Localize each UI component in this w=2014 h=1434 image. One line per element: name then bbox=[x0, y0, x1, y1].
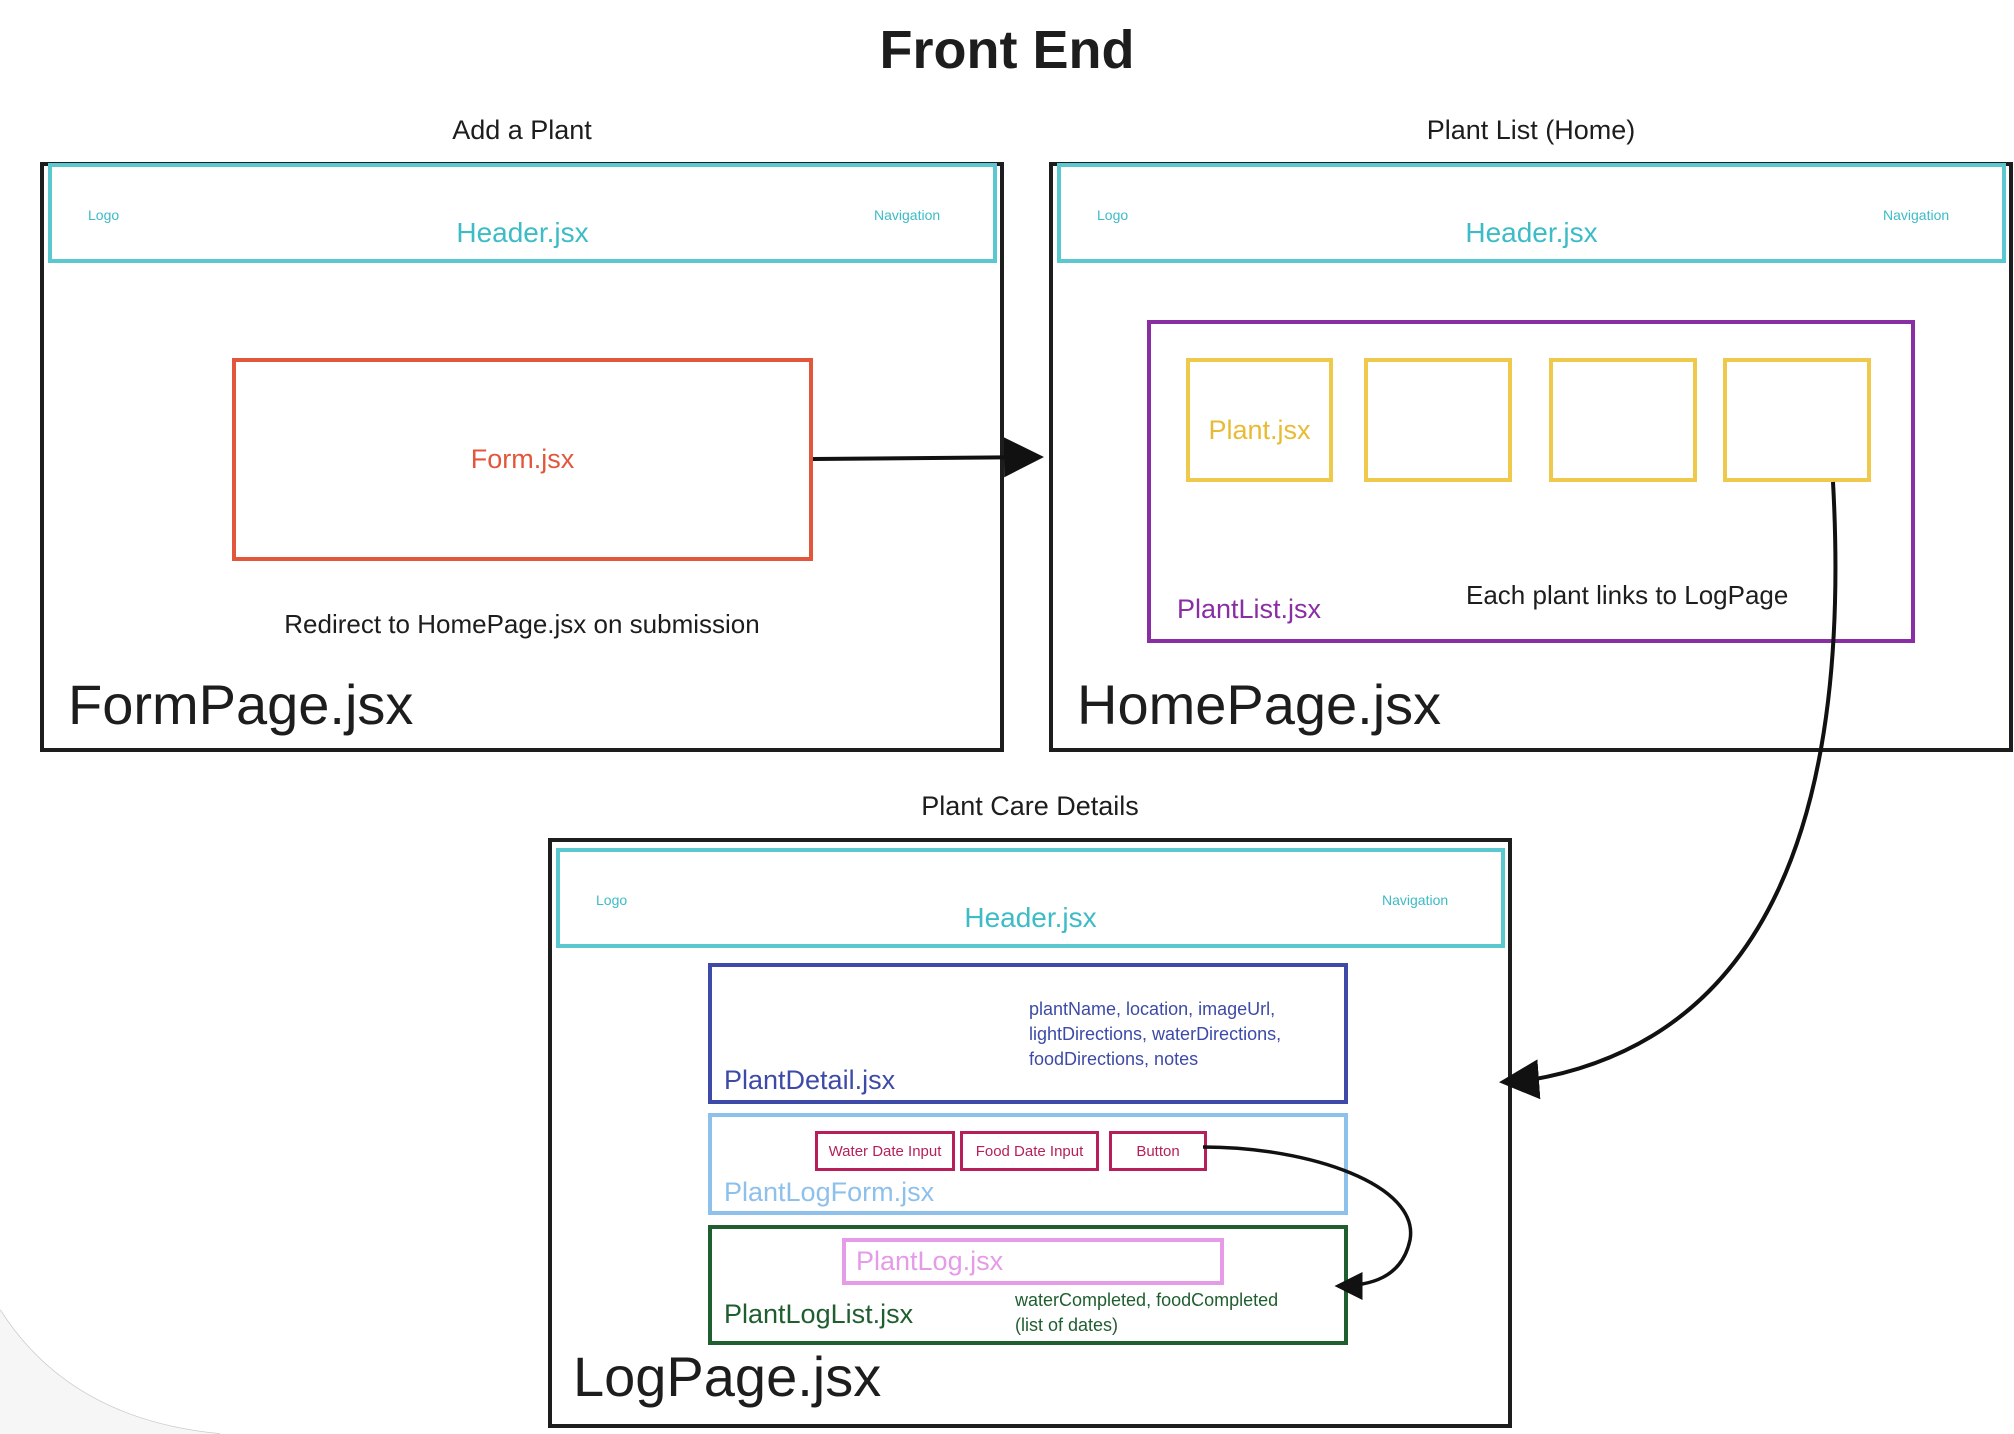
plant-log-list-fields: waterCompleted, foodCompleted (list of d… bbox=[1015, 1288, 1278, 1338]
plant-log-form-component-label: PlantLogForm.jsx bbox=[724, 1177, 935, 1207]
logo-label: Logo bbox=[596, 892, 628, 908]
plant-card-3 bbox=[1549, 358, 1697, 482]
log-page-frame bbox=[548, 838, 1512, 1428]
plant-card-1: Plant.jsx bbox=[1186, 358, 1333, 482]
plant-detail-component-box: PlantDetail.jsx plantName, location, ima… bbox=[708, 963, 1348, 1104]
navigation-label: Navigation bbox=[874, 207, 941, 223]
plant-log-list-component-label: PlantLogList.jsx bbox=[724, 1299, 914, 1329]
plant-list-component-box: PlantList.jsx Each plant links to LogPag… bbox=[1147, 320, 1915, 643]
plant-card-2 bbox=[1364, 358, 1512, 482]
plant-detail-component-label: PlantDetail.jsx bbox=[724, 1065, 896, 1095]
plant-log-list-fields-line: waterCompleted, foodCompleted bbox=[1015, 1290, 1279, 1310]
log-submit-button[interactable]: Button bbox=[1109, 1131, 1207, 1171]
add-plant-caption: Add a Plant bbox=[452, 114, 592, 145]
logo-label: Logo bbox=[88, 207, 120, 223]
form-page-header: Logo Header.jsx Navigation bbox=[48, 163, 997, 263]
navigation-label: Navigation bbox=[1382, 892, 1449, 908]
logo-label: Logo bbox=[1097, 207, 1129, 223]
plant-list-component-label: PlantList.jsx bbox=[1177, 594, 1322, 624]
home-page-header: Logo Header.jsx Navigation bbox=[1057, 163, 2006, 263]
plant-care-caption: Plant Care Details bbox=[921, 790, 1139, 821]
home-page-label: HomePage.jsx bbox=[1077, 673, 1442, 736]
plant-log-component-box: PlantLog.jsx bbox=[842, 1238, 1224, 1285]
redirect-note: Redirect to HomePage.jsx on submission bbox=[284, 608, 760, 639]
plant-log-component-label: PlantLog.jsx bbox=[856, 1246, 1004, 1276]
plant-log-list-component-box: PlantLog.jsx PlantLogList.jsx waterCompl… bbox=[708, 1225, 1348, 1345]
background-curve bbox=[0, 1309, 221, 1434]
plant-detail-fields-line: lightDirections, waterDirections, bbox=[1029, 1024, 1282, 1044]
header-component-label: Header.jsx bbox=[964, 902, 1097, 933]
plant-log-form-component-box: Water Date Input Food Date Input Button … bbox=[708, 1113, 1348, 1215]
plant-log-list-fields-line: (list of dates) bbox=[1015, 1315, 1119, 1335]
form-to-home-arrow bbox=[812, 437, 1044, 478]
header-component-label: Header.jsx bbox=[456, 217, 589, 248]
background-fill bbox=[0, 1310, 220, 1434]
diagram-title: Front End bbox=[879, 20, 1135, 80]
plant-card-4 bbox=[1723, 358, 1871, 482]
plant-link-note: Each plant links to LogPage bbox=[1466, 580, 1789, 610]
log-page-label: LogPage.jsx bbox=[573, 1345, 882, 1408]
plant-detail-fields-line: plantName, location, imageUrl, bbox=[1029, 999, 1276, 1019]
navigation-label: Navigation bbox=[1883, 207, 1950, 223]
header-component-label: Header.jsx bbox=[1465, 217, 1598, 248]
water-date-input[interactable]: Water Date Input bbox=[815, 1131, 955, 1171]
log-page-header: Logo Header.jsx Navigation bbox=[556, 848, 1505, 948]
form-component-box: Form.jsx bbox=[232, 358, 813, 561]
food-date-input[interactable]: Food Date Input bbox=[960, 1131, 1099, 1171]
plant-list-caption: Plant List (Home) bbox=[1426, 114, 1636, 145]
plant-component-label: Plant.jsx bbox=[1208, 414, 1311, 445]
form-component-label: Form.jsx bbox=[470, 444, 575, 474]
plant-detail-fields: plantName, location, imageUrl, lightDire… bbox=[1029, 997, 1281, 1072]
button-to-loglist-arrow bbox=[1202, 1145, 1413, 1300]
plant-to-logpage-arrow bbox=[1499, 481, 1838, 1100]
plant-detail-fields-line: foodDirections, notes bbox=[1029, 1049, 1199, 1069]
form-page-label: FormPage.jsx bbox=[68, 673, 414, 736]
